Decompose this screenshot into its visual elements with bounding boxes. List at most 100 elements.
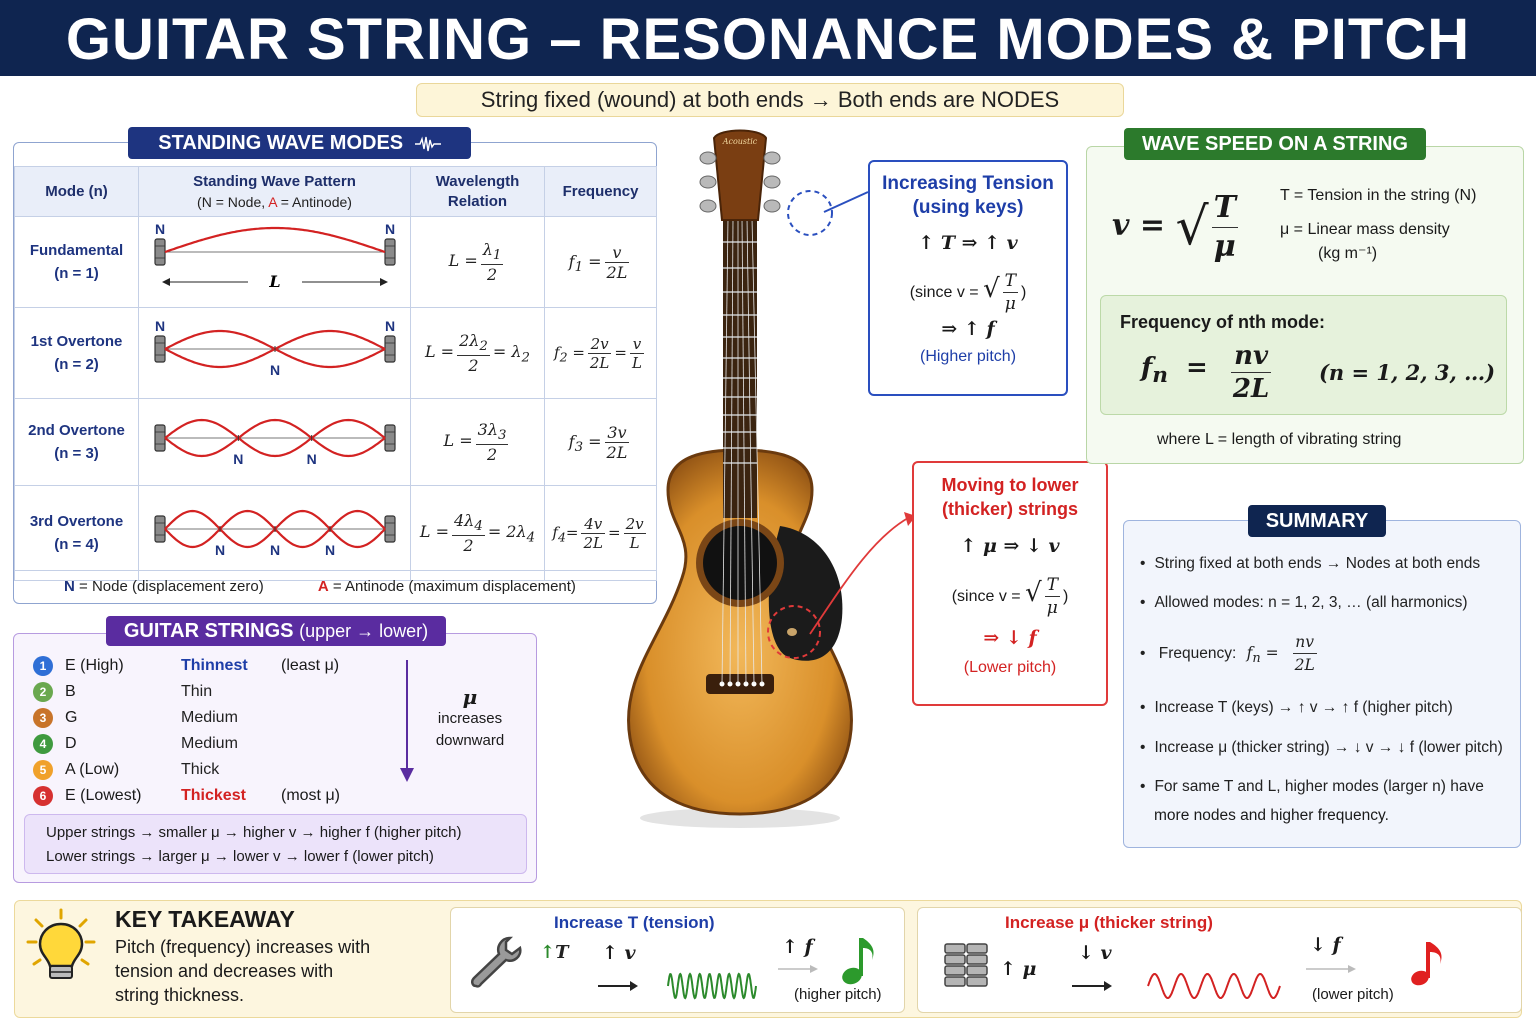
- standing-wave-title-text: STANDING WAVE MODES: [158, 132, 404, 154]
- increasing-tension-box: Increasing Tension (using keys) ↑ T ⇒ ↑ …: [868, 160, 1068, 396]
- lower-strings-line: Lower strings → larger μ → lower v → low…: [46, 848, 434, 865]
- col-wavelength-2: Relation: [447, 192, 508, 210]
- standing-wave-title: STANDING WAVE MODES: [128, 127, 471, 159]
- higher-pitch-note: (higher pitch): [794, 986, 882, 1003]
- summary-frequency-label: Frequency:: [1158, 645, 1237, 662]
- legend-node-symbol: N: [64, 578, 75, 595]
- tension-up-T: ↑T: [540, 942, 569, 963]
- tension-note: (Higher pitch): [919, 348, 1017, 365]
- mu-text-1: increases: [437, 710, 503, 727]
- string-number-badge: 2: [33, 682, 53, 702]
- string-number-badge: 5: [33, 760, 53, 780]
- string-mu-note: (most μ): [281, 787, 340, 804]
- node-label: N: [214, 542, 224, 558]
- soundhole: [703, 526, 777, 600]
- node-legend: N = Node (displacement zero) A = Antinod…: [14, 570, 656, 603]
- summary-item: Increase μ (thicker string) → ↓ v → ↓ f …: [1140, 733, 1502, 762]
- green-music-note-icon: [842, 938, 874, 985]
- string-thickness: Thick: [181, 761, 220, 778]
- string-number-badge: 3: [33, 708, 53, 728]
- down-arrow-icon: [400, 660, 414, 782]
- summary-item-cont: more nodes and higher frequency.: [1154, 807, 1389, 824]
- wave-envelope: [163, 418, 386, 458]
- col-wavelength-1: Wavelength: [435, 172, 520, 190]
- tension-result: ⇒ ↑ f: [941, 318, 995, 340]
- tension-definition: T = Tension in the string (N): [1280, 187, 1477, 204]
- tension-effect-box: [450, 907, 905, 1013]
- string-number-badge: 1: [33, 656, 53, 676]
- tension-effect-title: Increase T (tension): [554, 913, 715, 932]
- headstock: [712, 129, 768, 221]
- node-label: N: [384, 318, 394, 334]
- string-coils-icon: [944, 943, 988, 987]
- col-pattern: Standing Wave Pattern (N = Node, A = Ant…: [138, 166, 411, 217]
- tension-title: Increasing Tension (using keys): [870, 172, 1066, 220]
- guitar-strings-title-text: GUITAR STRINGS: [123, 620, 294, 642]
- node-label: N: [233, 451, 243, 467]
- wave-envelope: [163, 418, 386, 458]
- mode-name: 1st Overtone: [30, 333, 123, 350]
- tension-title-1: Increasing Tension: [882, 173, 1054, 194]
- lower-title-1: Moving to lower: [941, 475, 1079, 495]
- string-name: E (High): [65, 657, 124, 674]
- guitar-strings-title-sub: (upper → lower): [299, 621, 429, 641]
- mu-symbol: μ: [462, 685, 478, 709]
- tuning-key-highlight: [787, 190, 833, 236]
- string-name: D: [65, 735, 77, 752]
- col-frequency: Frequency: [544, 166, 657, 217]
- high-frequency-wave: [667, 972, 757, 1000]
- table-header-row: Mode (n) Standing Wave Pattern (N = Node…: [14, 166, 657, 217]
- mu-down-f: ↓ f: [1310, 934, 1341, 956]
- string-mu-note: (least μ): [281, 657, 340, 674]
- mu-down-v: ↓ v: [1078, 942, 1112, 964]
- right-arrow-icon: [1306, 965, 1356, 973]
- guitar-illustration: Acoustic: [627, 129, 853, 828]
- string-name: B: [65, 683, 76, 700]
- mode-cell: 3rd Overtone(n = 4): [14, 485, 139, 581]
- string-thickness: Medium: [181, 709, 238, 726]
- right-arrow-icon: [598, 981, 638, 991]
- lower-pitch-note: (lower pitch): [1312, 986, 1394, 1003]
- mu-units: (kg m⁻¹): [1318, 245, 1378, 262]
- mode-name: 2nd Overtone: [28, 422, 125, 439]
- string-clamp: [383, 515, 396, 543]
- mu-text-2: downward: [435, 732, 505, 749]
- wave-speed-title: WAVE SPEED ON A STRING: [1124, 128, 1426, 160]
- length-definition: where L = length of vibrating string: [1157, 431, 1402, 448]
- string-thickness: Medium: [181, 735, 238, 752]
- lower-strings-box: Moving to lower (thicker) strings ↑ μ ⇒ …: [912, 461, 1108, 706]
- tension-up-f: ↑ f: [782, 936, 813, 958]
- string-clamp: [383, 424, 396, 452]
- lower-title: Moving to lower (thicker) strings: [914, 473, 1106, 521]
- string-clamp: [153, 238, 166, 266]
- node-label: N: [324, 542, 334, 558]
- col-wavelength: Wavelength Relation: [410, 166, 545, 217]
- legend-antinode-symbol: A: [317, 578, 329, 595]
- node-label: N: [154, 221, 164, 237]
- mode-n: (n = 4): [54, 536, 99, 553]
- summary-item: String fixed at both ends → Nodes at bot…: [1140, 549, 1480, 578]
- node-label: N: [269, 362, 279, 378]
- mode-cell: 1st Overtone(n = 2): [14, 307, 139, 399]
- legend-antinode-text: = Antinode (maximum displacement): [332, 578, 576, 595]
- lightbulb-icon: [26, 908, 96, 979]
- right-arrow-icon: [1072, 981, 1112, 991]
- string-thickness: Thickest: [181, 787, 246, 804]
- col-pattern-label: Standing Wave Pattern: [193, 172, 356, 190]
- lower-title-2: (thicker) strings: [941, 499, 1079, 519]
- tension-title-2: (using keys): [912, 197, 1024, 218]
